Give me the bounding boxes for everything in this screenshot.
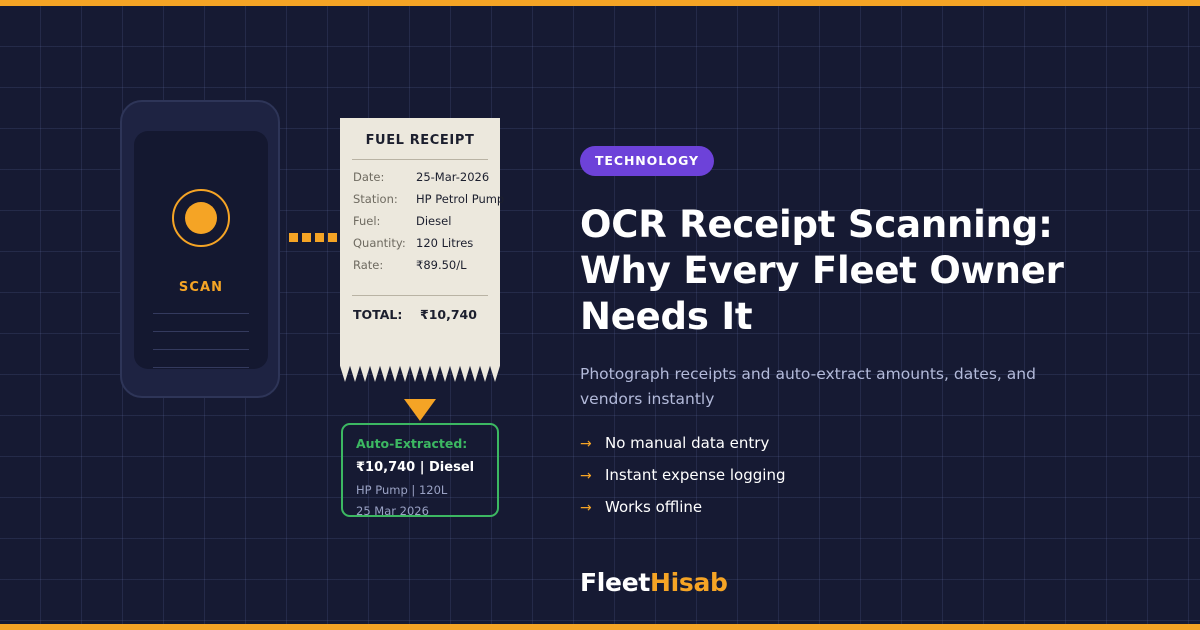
brand-logo-accent: Hisab (650, 568, 728, 597)
camera-lens-inner (185, 202, 217, 234)
camera-lens-icon (172, 189, 230, 247)
receipt-row: Station: HP Petrol Pump (353, 192, 504, 214)
receipt-row: Fuel: Diesel (353, 214, 500, 236)
list-item-label: Works offline (605, 498, 703, 516)
top-accent-bar (0, 0, 1200, 6)
connector-dash (315, 232, 324, 242)
connector-dash (289, 232, 298, 242)
list-item: → Instant expense logging (580, 466, 1120, 484)
receipt-total-label: TOTAL: (353, 307, 403, 322)
receipt-row-value: HP Petrol Pump (416, 192, 505, 206)
auto-extracted-card: Auto-Extracted: ₹10,740 | Diesel HP Pump… (341, 423, 499, 518)
placeholder-line (153, 331, 249, 332)
receipt-divider (352, 159, 488, 160)
brand-logo-primary: Fleet (580, 568, 651, 597)
receipt-torn-edge (340, 364, 500, 382)
auto-extracted-tertiary: 25 Mar 2026 (356, 504, 429, 518)
receipt-row-label: Rate: (353, 258, 384, 272)
receipt-row-label: Fuel: (353, 214, 381, 228)
placeholder-line (153, 349, 249, 350)
bottom-accent-bar (0, 624, 1200, 630)
phone-mockup: SCAN (120, 100, 280, 398)
subtitle: Photograph receipts and auto-extract amo… (580, 365, 1036, 408)
phone-screen: SCAN (134, 131, 268, 369)
arrow-right-icon: → (580, 468, 592, 484)
feature-list: → No manual data entry → Instant expense… (580, 434, 1120, 516)
receipt-row: Date: 25-Mar-2026 (353, 170, 500, 192)
receipt-rows: Date: 25-Mar-2026 Station: HP Petrol Pum… (340, 160, 504, 280)
receipt-row-label: Date: (353, 170, 385, 184)
scan-label: SCAN (178, 280, 224, 295)
placeholder-lines (153, 313, 249, 385)
auto-extracted-primary: ₹10,740 | Diesel (356, 460, 475, 475)
receipt-row: Quantity: 120 Litres (353, 236, 500, 258)
placeholder-line (153, 313, 249, 314)
receipt-title: FUEL RECEIPT (365, 133, 475, 148)
content-column: TECHNOLOGY OCR Receipt Scanning: Why Eve… (580, 146, 1120, 530)
triangle-down-icon (404, 399, 436, 421)
list-item: → Works offline (580, 498, 1120, 516)
arrow-right-icon: → (580, 436, 592, 452)
receipt-total-value: ₹10,740 (420, 307, 477, 322)
receipt-row-value: Diesel (416, 214, 452, 228)
brand-logo: FleetHisab (580, 568, 728, 597)
auto-extracted-secondary: HP Pump | 120L (356, 483, 448, 497)
connector-dash (328, 232, 337, 242)
page-title: OCR Receipt Scanning: Why Every Fleet Ow… (580, 203, 1064, 338)
receipt-row-value: ₹89.50/L (416, 258, 467, 272)
arrow-right-icon: → (580, 500, 592, 516)
receipt-row-label: Station: (353, 192, 398, 206)
list-item: → No manual data entry (580, 434, 1120, 452)
receipt-row-value: 120 Litres (416, 236, 474, 250)
list-item-label: Instant expense logging (605, 466, 786, 484)
receipt-total-row: TOTAL: ₹10,740 (340, 296, 500, 322)
receipt-row-value: 25-Mar-2026 (416, 170, 490, 184)
fuel-receipt: FUEL RECEIPT Date: 25-Mar-2026 Station: … (340, 118, 504, 364)
auto-extracted-title: Auto-Extracted: (356, 436, 468, 451)
receipt-row: Rate: ₹89.50/L (353, 258, 500, 280)
list-item-label: No manual data entry (605, 434, 770, 452)
receipt-row-label: Quantity: (353, 236, 406, 250)
connector-dash (302, 232, 311, 242)
category-badge: TECHNOLOGY (580, 146, 714, 176)
receipt-total-divider (352, 295, 488, 296)
placeholder-line (153, 367, 249, 368)
